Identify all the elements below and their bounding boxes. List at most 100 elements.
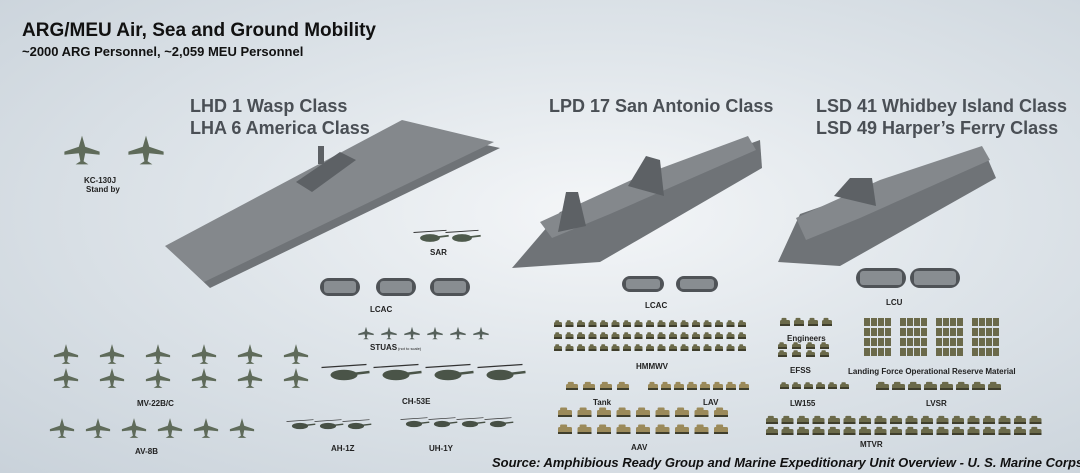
ah1-helicopter-icon (286, 419, 316, 430)
mtvr-truck-icon (843, 415, 856, 424)
reserve-pallet-icon (986, 318, 992, 326)
hmmwv-vehicle-icon (715, 344, 723, 351)
reserve-pallet-icon (885, 338, 891, 346)
vehicle-cab (647, 344, 652, 347)
hmmwv-vehicle-icon (623, 344, 631, 351)
aircraft-body (237, 368, 263, 388)
reserve-pallet-icon (957, 318, 963, 326)
reserve-pallet-icon (907, 348, 913, 356)
reserve-pallet-icon (979, 348, 985, 356)
lav-vehicle-icon (674, 381, 684, 390)
reserve-pallet-icon (864, 348, 870, 356)
aav-vehicle-icon (597, 424, 611, 434)
aav-vehicle-icon (577, 424, 592, 434)
vehicle-cab (845, 415, 852, 419)
vehicle-cab (601, 381, 608, 385)
vehicle-tracks (694, 415, 709, 417)
ah1-helicopter-icon (314, 419, 344, 430)
mtvr-truck-icon (859, 426, 871, 435)
hmmwv-vehicle-icon (588, 332, 597, 339)
aircraft-body (99, 368, 125, 388)
vehicle-tracks (905, 433, 918, 435)
vehicle-cab (779, 350, 784, 353)
lw155-howitzer-icon (792, 382, 801, 389)
vehicle-cab (647, 332, 652, 335)
reserve-pallet-icon (885, 348, 891, 356)
lsd-superstructure (834, 178, 876, 206)
reserve-pallet-icon (972, 348, 978, 356)
vehicle-cab (635, 332, 640, 335)
vehicle-cab (624, 320, 629, 323)
helicopter-tail (429, 234, 449, 239)
av8-jet-icon (157, 418, 183, 438)
vehicle-tracks (738, 349, 746, 351)
lhd-island (296, 152, 356, 192)
lcac-craft-icon (320, 278, 360, 296)
vehicle-cab (560, 407, 568, 411)
reserve-pallet-icon (957, 348, 963, 356)
aav-label: AAV (631, 443, 648, 452)
hmmwv-vehicle-icon (703, 320, 712, 327)
vehicle-tracks (577, 337, 585, 339)
mv22-tiltrotor-icon (191, 344, 217, 364)
vehicle-tracks (778, 347, 787, 349)
vehicle-tracks (952, 422, 964, 424)
reserve-pallet-icon (871, 318, 877, 326)
helicopter-tail (461, 234, 481, 239)
helicopter-tail (497, 421, 514, 425)
mtvr-truck-icon (1014, 426, 1026, 435)
reserve-pallet-icon (950, 318, 956, 326)
helicopter-rotor (477, 363, 523, 369)
efss-vehicle-icon (778, 342, 787, 349)
vehicle-cab (727, 332, 732, 335)
vehicle-cab (798, 426, 805, 430)
reserve-pallet-icon (914, 348, 920, 356)
vehicle-cab (716, 332, 721, 335)
mv22-tiltrotor-icon (99, 344, 125, 364)
vehicle-tracks (1014, 433, 1026, 435)
hmmwv-vehicle-icon (726, 320, 735, 327)
aav-vehicle-icon (675, 407, 689, 417)
lw155-howitzer-icon (804, 382, 813, 389)
mtvr-truck-icon (1029, 426, 1042, 435)
vehicle-tracks (623, 325, 631, 327)
mtvr-truck-icon (812, 415, 825, 424)
hmmwv-vehicle-icon (726, 344, 735, 351)
vehicle-tracks (738, 325, 746, 327)
vehicle-tracks (600, 388, 612, 390)
vehicle-cab (727, 320, 732, 323)
vehicle-tracks (1014, 422, 1026, 424)
kc130-standby-label: Stand by (86, 185, 120, 194)
lsd41-class-label: LSD 41 Whidbey Island Class (816, 96, 1068, 116)
vehicle-tracks (812, 422, 825, 424)
lcac-craft-icon (376, 278, 416, 296)
vehicle-tracks (634, 337, 643, 339)
vehicle-tracks (565, 325, 574, 327)
aircraft-body (53, 368, 79, 388)
hmmwv-vehicle-icon (565, 332, 574, 339)
vehicle-tracks (714, 415, 728, 417)
reserve-pallet-icon (972, 328, 978, 336)
vehicle-tracks (669, 349, 677, 351)
mv22-tiltrotor-icon (99, 368, 125, 388)
vehicle-cab (579, 424, 587, 428)
vehicle-cab (1031, 415, 1038, 419)
ah1-label: AH-1Z (331, 444, 355, 453)
vehicle-cab (807, 342, 812, 345)
vehicle-tracks (726, 349, 735, 351)
vehicle-tracks (988, 388, 1001, 390)
stuas-uav-icon (404, 326, 420, 340)
reserve-pallet-icon (979, 338, 985, 346)
helicopter-rotor (400, 417, 428, 420)
vehicle-cab (845, 426, 852, 430)
vehicle-cab (560, 424, 568, 428)
vehicle-tracks (583, 388, 595, 390)
lvsr-label: LVSR (926, 399, 947, 408)
vehicle-tracks (558, 415, 572, 417)
mtvr-truck-icon (874, 426, 887, 435)
vehicle-tracks (921, 422, 933, 424)
mtvr-truck-icon (1029, 415, 1042, 424)
vehicle-cab (599, 407, 607, 411)
vehicle-tracks (828, 387, 837, 389)
hmmwv-vehicle-icon (577, 344, 585, 351)
